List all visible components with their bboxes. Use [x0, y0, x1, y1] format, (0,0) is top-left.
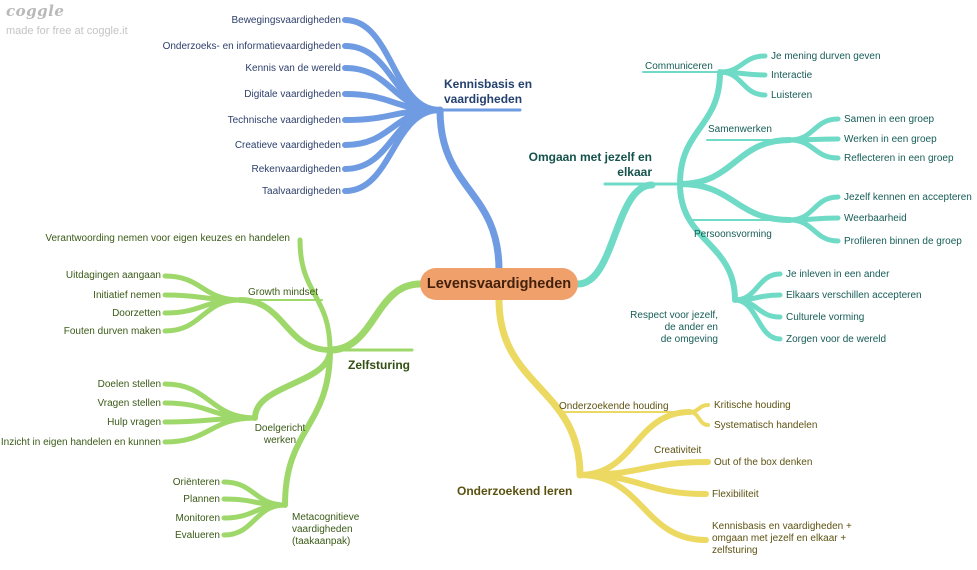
- branch-omgaan[interactable]: Omgaan met jezelf en elkaar: [528, 150, 652, 179]
- branch-connector: [436, 106, 503, 274]
- omgaan-item[interactable]: Profileren binnen de groep: [844, 236, 962, 247]
- zelfsturing-item[interactable]: Uitdagingen aangaan: [65, 270, 161, 281]
- branch-onderzoekend-leren[interactable]: Onderzoekend leren: [457, 484, 573, 498]
- onderzoekend-group-label[interactable]: Onderzoekende houding: [559, 401, 669, 412]
- zelfsturing-item[interactable]: Inzicht in eigen handelen en kunnen: [0, 437, 161, 448]
- group-connector: [282, 347, 333, 508]
- item-connector: [717, 69, 768, 98]
- omgaan-item[interactable]: Interactie: [771, 70, 813, 81]
- kennis-item[interactable]: Technische vaardigheden: [227, 115, 341, 126]
- zelfsturing-group-label[interactable]: Doelgericht werken: [254, 423, 306, 446]
- omgaan-item[interactable]: Jezelf kennen en accepteren: [844, 192, 972, 203]
- zelfsturing-item[interactable]: Hulp vragen: [107, 417, 161, 428]
- zelfsturing-group-label[interactable]: Growth mindset: [248, 287, 319, 298]
- omgaan-item[interactable]: Reflecteren in een groep: [844, 153, 954, 164]
- omgaan-item[interactable]: Samen in een groep: [844, 114, 935, 125]
- zelfsturing-item[interactable]: Verantwoording nemen voor eigen keuzes e…: [45, 233, 290, 244]
- omgaan-item[interactable]: Weerbaarheid: [844, 213, 907, 224]
- onderzoekend-item[interactable]: Out of the box denken: [714, 457, 813, 468]
- omgaan-item[interactable]: Zorgen voor de wereld: [786, 334, 887, 345]
- kennis-item[interactable]: Digitale vaardigheden: [244, 89, 341, 100]
- item-connector: [297, 237, 333, 353]
- kennis-item[interactable]: Onderzoeks- en informatievaardigheden: [162, 41, 341, 52]
- item-connector: [162, 415, 258, 445]
- group-connector: [237, 297, 333, 353]
- zelfsturing-item[interactable]: Vragen stellen: [97, 398, 161, 409]
- branch-connector: [574, 181, 656, 288]
- item-connector: [787, 217, 841, 244]
- onderzoekend-group-label[interactable]: Creativiteit: [654, 445, 702, 456]
- item-connector: [221, 502, 288, 538]
- omgaan-group-label[interactable]: Samenwerken: [708, 124, 772, 135]
- omgaan-item[interactable]: Je mening durven geven: [771, 51, 881, 62]
- item-connector: [732, 297, 783, 342]
- item-connector: [717, 53, 768, 75]
- kennis-item[interactable]: Creatieve vaardigheden: [234, 140, 341, 151]
- zelfsturing-item[interactable]: Plannen: [183, 494, 220, 505]
- zelfsturing-group-label[interactable]: Metacognitieve vaardigheden (taakaanpak): [292, 512, 360, 547]
- branch-connector: [326, 280, 424, 354]
- zelfsturing-item[interactable]: Initiatief nemen: [93, 290, 161, 301]
- kennis-item[interactable]: Taalvaardigheden: [262, 186, 341, 197]
- onderzoekend-item[interactable]: Kennisbasis en vaardigheden + omgaan met…: [712, 521, 852, 556]
- kennis-item[interactable]: Bewegingsvaardigheden: [231, 15, 341, 26]
- omgaan-item[interactable]: Werken in een groep: [844, 134, 937, 145]
- group-connector: [677, 181, 738, 303]
- zelfsturing-item[interactable]: Evalueren: [174, 530, 220, 541]
- omgaan-group-label[interactable]: Respect voor jezelf, de ander en de omge…: [630, 310, 718, 345]
- item-connector: [577, 472, 709, 543]
- onderzoekend-item[interactable]: Systematisch handelen: [714, 420, 818, 431]
- zelfsturing-item[interactable]: Doelen stellen: [97, 379, 161, 390]
- omgaan-item[interactable]: Elkaars verschillen accepteren: [786, 290, 922, 301]
- coggle-tagline: made for free at coggle.it: [6, 25, 128, 37]
- omgaan-group-label[interactable]: Communiceren: [645, 61, 713, 72]
- zelfsturing-item[interactable]: Oriënteren: [172, 477, 220, 488]
- zelfsturing-item[interactable]: Monitoren: [175, 513, 220, 524]
- item-connector: [787, 137, 841, 161]
- group-connector: [677, 137, 793, 187]
- central-topic[interactable]: Levensvaardigheden: [420, 268, 578, 300]
- item-connector: [342, 107, 443, 194]
- item-connector: [688, 410, 710, 427]
- kennis-item[interactable]: Kennis van de wereld: [245, 63, 341, 74]
- group-connector: [677, 69, 723, 187]
- zelfsturing-item[interactable]: Doorzetten: [112, 308, 161, 319]
- onderzoekend-item[interactable]: Flexibiliteit: [712, 489, 759, 500]
- omgaan-item[interactable]: Culturele vorming: [786, 312, 865, 323]
- coggle-logo: coggle: [6, 2, 65, 20]
- kennis-item[interactable]: Rekenvaardigheden: [251, 164, 341, 175]
- zelfsturing-item[interactable]: Fouten durven maken: [63, 326, 161, 337]
- item-connector: [162, 297, 243, 334]
- onderzoekend-item[interactable]: Kritische houding: [714, 400, 791, 411]
- group-connector: [677, 181, 793, 223]
- branch-connector: [495, 296, 584, 479]
- omgaan-group-label[interactable]: Persoonsvorming: [694, 229, 772, 240]
- branch-kennisbasis[interactable]: Kennisbasis en vaardigheden: [444, 77, 533, 106]
- branch-zelfsturing[interactable]: Zelfsturing: [348, 358, 410, 372]
- omgaan-item[interactable]: Je inleven in een ander: [786, 269, 890, 280]
- omgaan-item[interactable]: Luisteren: [771, 90, 813, 101]
